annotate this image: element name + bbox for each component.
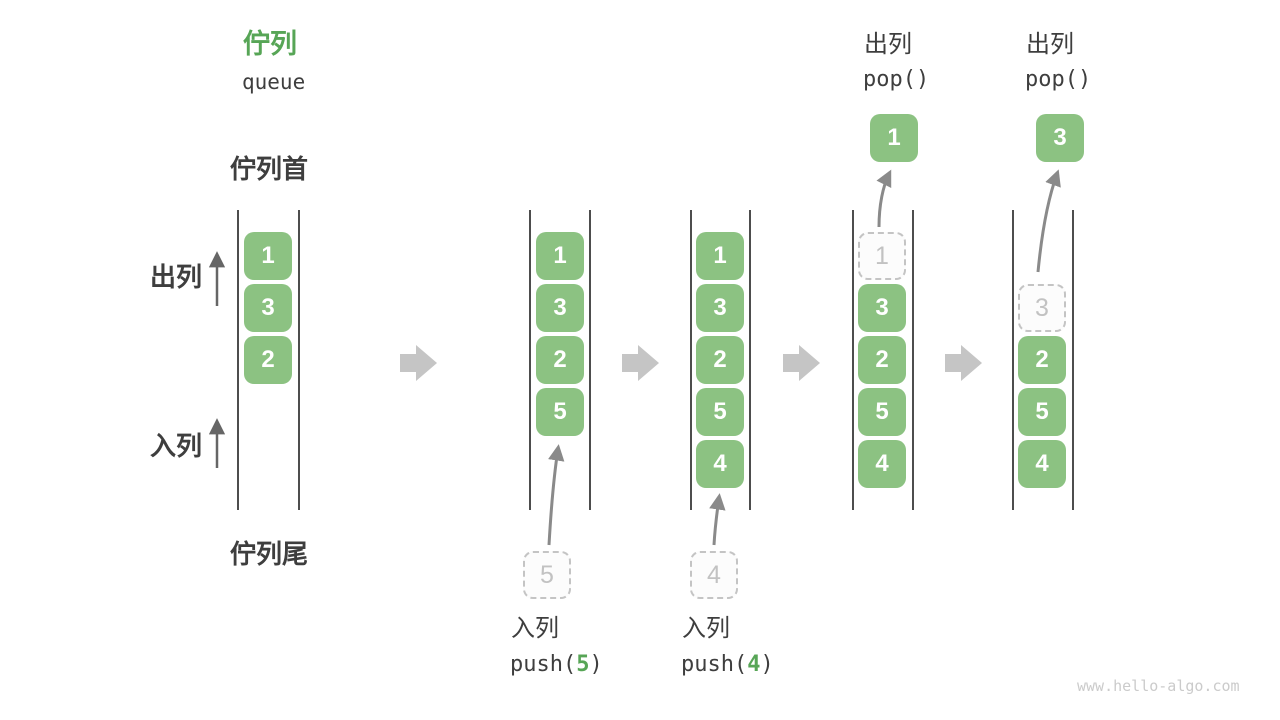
block-arrow-icon [400,345,437,381]
push-code-close: ) [589,652,603,677]
popped-value-cell: 1 [870,114,918,162]
pop2-arrow-icon [1036,169,1061,273]
push-code: push(4) [681,654,774,676]
queue-cell: 3 [244,284,292,332]
enqueue-op-label: 入列 [511,615,559,642]
queue-rail-left [529,210,531,510]
queue-cell: 4 [1018,440,1066,488]
incoming-ghost-cell: 5 [523,551,571,599]
push-code: push(5) [510,654,603,676]
push5-arrow-icon [547,444,565,546]
page-title: 佇列 [243,29,297,59]
queue-cell: 4 [858,440,906,488]
removed-ghost-cell: 3 [1018,284,1066,332]
queue-rail-left [1012,210,1014,510]
block-arrow-icon [945,345,982,381]
label-enqueue-direction: 入列 [150,431,203,461]
label-queue-front: 佇列首 [230,154,309,184]
dequeue-op-label: 出列 [1026,31,1074,58]
pop-code: pop() [1025,67,1092,92]
push-code-close: ) [760,652,774,677]
push-code-arg: 4 [747,652,761,677]
pop1-arrow-icon [876,169,892,228]
queue-rail-right [298,210,300,510]
queue-cell: 1 [536,232,584,280]
queue-rail-right [1072,210,1074,510]
queue-cell: 1 [696,232,744,280]
queue-cell: 2 [536,336,584,384]
pop-code: pop() [863,67,930,92]
popped-value-cell: 3 [1036,114,1084,162]
queue-cell: 3 [696,284,744,332]
queue-cell: 2 [1018,336,1066,384]
block-arrow-icon [783,345,820,381]
queue-rail-right [589,210,591,510]
queue-cell: 1 [244,232,292,280]
queue-rail-left [852,210,854,510]
incoming-ghost-cell: 4 [690,551,738,599]
push-code-arg: 5 [576,652,590,677]
queue-cell: 3 [858,284,906,332]
page-subtitle: queue [242,70,306,94]
queue-cell: 5 [696,388,744,436]
queue-cell: 5 [536,388,584,436]
push-code-fn: push( [510,652,577,677]
queue-cell: 5 [858,388,906,436]
queue-rail-right [912,210,914,510]
queue-rail-right [749,210,751,510]
label-dequeue-direction: 出列 [150,262,203,292]
queue-cell: 3 [536,284,584,332]
push-code-fn: push( [681,652,748,677]
push4-arrow-icon [709,493,726,546]
block-arrow-icon [622,345,659,381]
queue-cell: 2 [696,336,744,384]
queue-cell: 5 [1018,388,1066,436]
queue-rail-left [690,210,692,510]
operation-arrow-icons [547,169,1061,546]
queue-rail-left [237,210,239,510]
queue-cell: 2 [244,336,292,384]
watermark: www.hello-algo.com [1077,677,1240,695]
enqueue-op-label: 入列 [682,615,730,642]
queue-cell: 4 [696,440,744,488]
label-queue-rear: 佇列尾 [230,539,309,569]
queue-cell: 2 [858,336,906,384]
removed-ghost-cell: 1 [858,232,906,280]
dequeue-op-label: 出列 [864,31,912,58]
